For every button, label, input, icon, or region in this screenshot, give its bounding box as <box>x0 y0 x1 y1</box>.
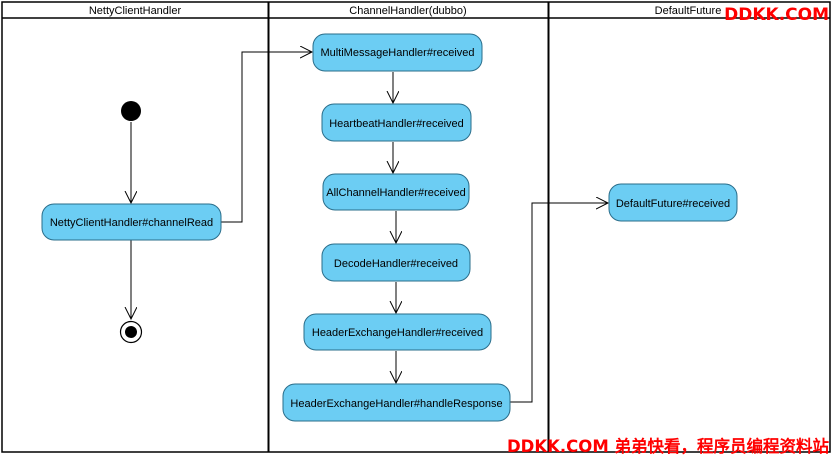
node-label: NettyClientHandler#channelRead <box>50 217 213 229</box>
lane-title-channel-handler: ChannelHandler(dubbo) <box>349 5 466 17</box>
node-shape <box>282 383 511 422</box>
edge-handle-response-to-default-future <box>510 203 608 403</box>
node-shape <box>321 103 472 142</box>
node-label: HeartbeatHandler#received <box>329 118 464 130</box>
end-node-inner-dot <box>125 326 137 338</box>
start-node <box>121 101 141 121</box>
lane-title-netty-client-handler: NettyClientHandler <box>89 5 182 17</box>
watermark-bottom: DDKK.COM 弟弟快看，程序员编程资料站 <box>507 436 830 456</box>
node-label: DecodeHandler#received <box>334 258 458 270</box>
edges <box>131 52 608 403</box>
node-label: HeaderExchangeHandler#handleResponse <box>290 398 502 410</box>
activity-all-channel-handler[interactable]: AllChannelHandler#received <box>322 173 470 211</box>
node-label: HeaderExchangeHandler#received <box>312 327 483 339</box>
node-label: MultiMessageHandler#received <box>320 47 474 59</box>
node-shape <box>322 173 470 211</box>
activity-default-future-received[interactable]: DefaultFuture#received <box>608 183 738 222</box>
activity-header-exchange-handle-response[interactable]: HeaderExchangeHandler#handleResponse <box>282 383 511 422</box>
node-label: AllChannelHandler#received <box>326 187 465 199</box>
activity-header-exchange-received[interactable]: HeaderExchangeHandler#received <box>303 313 492 351</box>
activity-heartbeat-handler[interactable]: HeartbeatHandler#received <box>321 103 472 142</box>
lane-title-default-future: DefaultFuture <box>655 5 722 17</box>
node-shape <box>608 183 738 222</box>
activity-channel-read[interactable]: NettyClientHandler#channelRead <box>41 203 222 241</box>
edge-channel-read-to-multi-message <box>221 52 312 223</box>
activity-multi-message-handler[interactable]: MultiMessageHandler#received <box>312 33 483 72</box>
node-label: DefaultFuture#received <box>616 198 730 210</box>
node-shape <box>321 243 471 282</box>
activity-nodes: NettyClientHandler#channelRead MultiMess… <box>41 33 738 422</box>
watermark-top: DDKK.COM <box>724 5 829 25</box>
node-shape <box>312 33 483 72</box>
end-node <box>119 320 143 344</box>
node-shape <box>41 203 222 241</box>
activity-decode-handler[interactable]: DecodeHandler#received <box>321 243 471 282</box>
node-shape <box>303 313 492 351</box>
